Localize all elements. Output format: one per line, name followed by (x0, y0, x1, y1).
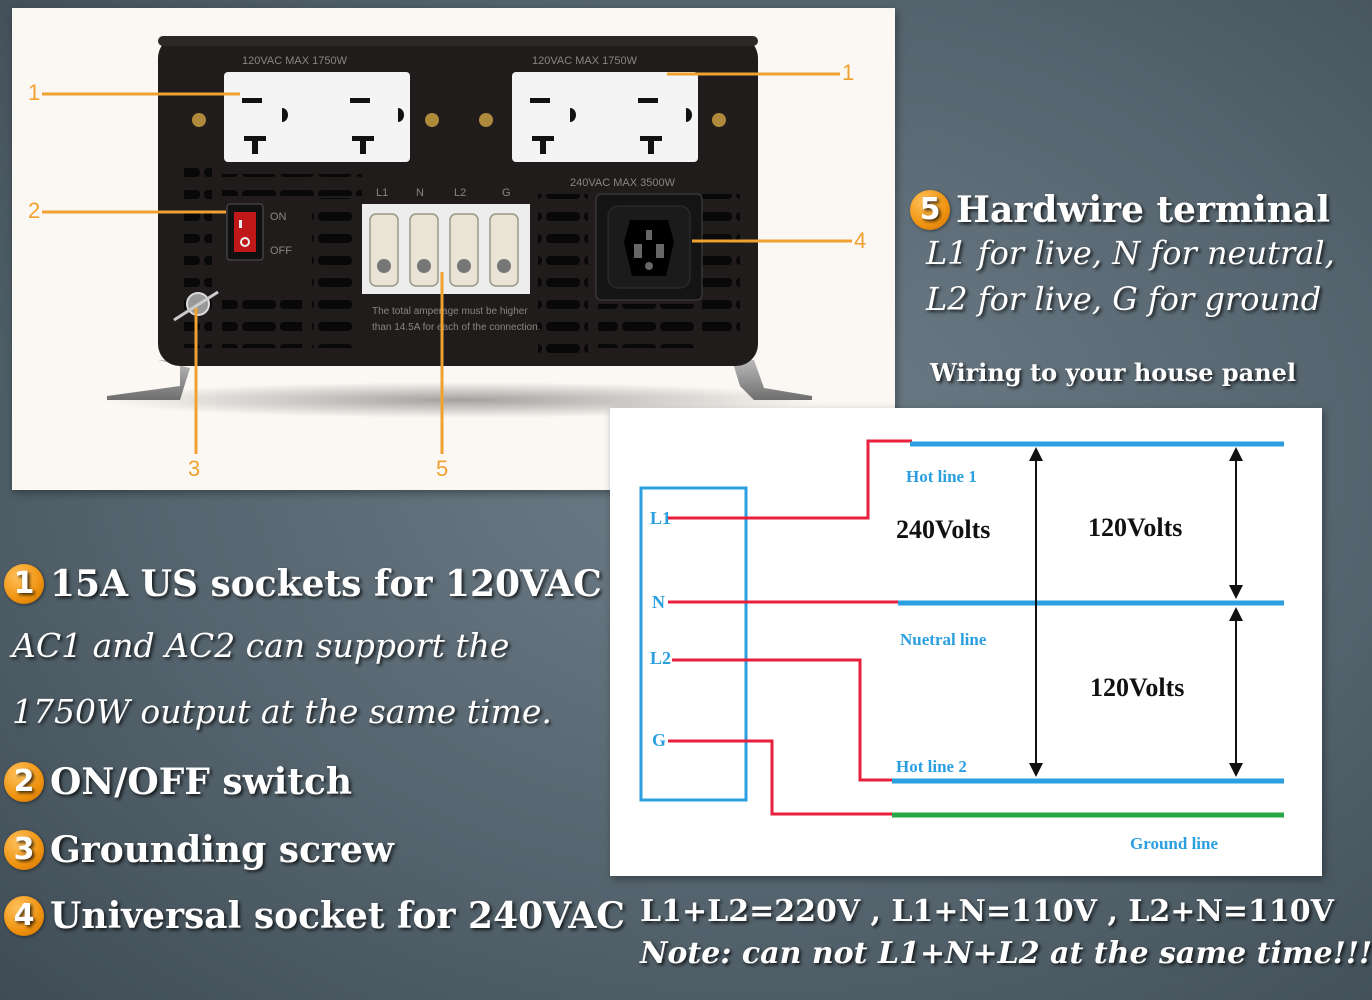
wiring-note: Note: can not L1+N+L2 at the same time!!… (640, 936, 1372, 971)
hot-line-2-label: Hot line 2 (896, 757, 967, 776)
callout-5: 5 (436, 456, 449, 481)
wire-g (668, 739, 892, 816)
feature-1-desc-line-2: 1750W output at the same time. (12, 692, 552, 731)
hardwire-terminal-block: L1 N L2 G (362, 187, 530, 294)
terminal-g-label: G (652, 730, 666, 750)
hot-line-1-label: Hot line 1 (906, 467, 977, 486)
us-socket-ac2 (512, 72, 698, 162)
terminal-letter-g: G (502, 187, 511, 199)
volts-120-top-label: 120Volts (1088, 513, 1182, 542)
on-off-switch: ON OFF (226, 203, 292, 261)
callout-2: 2 (28, 198, 41, 223)
badge-3: 3 (4, 830, 44, 870)
terminal-l2-label: L2 (650, 648, 671, 668)
switch-off-label: OFF (270, 245, 292, 257)
volts-120-bottom-label: 120Volts (1090, 673, 1184, 702)
ac2-rating-label: 120VAC MAX 1750W (532, 55, 638, 67)
grounding-screw (173, 290, 219, 322)
volts-240-label: 240Volts (896, 515, 990, 544)
feature-1-desc-line-1: AC1 and AC2 can support the (12, 626, 510, 665)
feature-2-title: ON/OFF switch (50, 761, 353, 803)
ac1-rating-label: 120VAC MAX 1750W (242, 55, 348, 67)
wiring-diagram: L1 N L2 G Hot line 1 Nuetral line Hot li… (639, 439, 1284, 853)
hardwire-line-2: L2 for live, G for ground (926, 280, 1322, 318)
wiring-title: Wiring to your house panel (930, 358, 1297, 387)
universal-socket-240vac (595, 193, 703, 301)
inverter-front-panel: 120VAC MAX 1750W 120VAC MAX 1750W 240VAC… (42, 36, 852, 454)
badge-2: 2 (4, 762, 44, 802)
terminal-box (639, 486, 748, 802)
hardwire-line-1: L1 for live, N for neutral, (926, 234, 1335, 272)
us-socket-ac1 (224, 72, 410, 162)
callout-1-right: 1 (842, 60, 855, 85)
wire-l1 (668, 439, 912, 520)
wire-l2 (672, 658, 892, 782)
hardwire-title: Hardwire terminal (956, 189, 1330, 231)
terminal-letter-l2: L2 (454, 187, 466, 199)
callout-1-left: 1 (28, 80, 41, 105)
product-photo-panel: 120VAC MAX 1750W 120VAC MAX 1750W 240VAC… (12, 8, 895, 490)
warning-line-1: The total amperage must be higher (372, 306, 528, 317)
ground-line-label: Ground line (1130, 834, 1218, 853)
warning-line-2: than 14.5A for each of the connection. (372, 322, 540, 333)
switch-on-label: ON (270, 211, 287, 223)
ac3-rating-label: 240VAC MAX 3500W (570, 177, 676, 189)
badge-5: 5 (910, 190, 950, 230)
badge-4: 4 (4, 896, 44, 936)
callout-3: 3 (188, 456, 201, 481)
feature-3-title: Grounding screw (50, 829, 394, 871)
terminal-letter-l1: L1 (376, 187, 388, 199)
neutral-line-label: Nuetral line (900, 630, 987, 649)
feature-4-title: Universal socket for 240VAC (50, 895, 625, 937)
terminal-n-label: N (652, 592, 665, 612)
terminal-l1-label: L1 (650, 508, 671, 528)
voltage-equation: L1+L2=220V , L1+N=110V , L2+N=110V (640, 894, 1334, 929)
badge-1: 1 (4, 564, 44, 604)
wiring-diagram-panel: L1 N L2 G Hot line 1 Nuetral line Hot li… (610, 408, 1322, 876)
terminal-letter-n: N (416, 187, 424, 199)
callout-4: 4 (854, 228, 867, 253)
feature-1-title: 15A US sockets for 120VAC (50, 563, 602, 605)
